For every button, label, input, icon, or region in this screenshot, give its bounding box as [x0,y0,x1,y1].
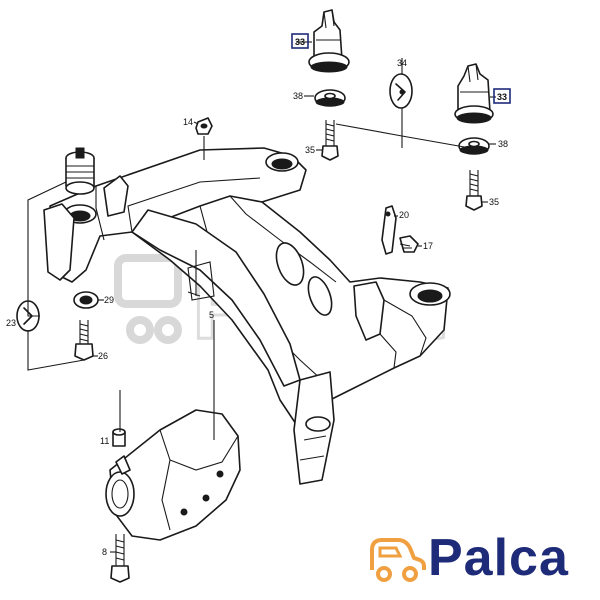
leader-35-group [335,123,471,149]
bolt-8 [110,534,130,583]
palca-logo: Palca [366,526,582,590]
washer-left [314,89,346,107]
callout-33-right: 33 [497,92,507,102]
bushing-upper-left [65,147,95,195]
callout-38-right: 38 [498,139,508,149]
bolt-26 [74,320,94,361]
washer-right [458,137,490,155]
callout-34: 34 [397,58,407,68]
callout-8: 8 [102,547,107,557]
callout-35-left: 35 [305,145,315,155]
callout-23: 23 [6,318,16,328]
callout-35-right: 35 [489,197,499,207]
bolt-left [321,120,339,161]
callout-29: 29 [104,295,114,305]
bolt-17 [399,235,419,253]
callout-5: 5 [209,310,214,320]
callout-38-left: 38 [293,91,303,101]
callout-14: 14 [183,117,193,127]
bolt-right [465,170,483,211]
callout-17: 17 [423,241,433,251]
differential-housing [105,409,241,541]
bushing-29 [73,291,99,309]
leader-lines [27,41,496,553]
sleeve-11 [112,428,126,447]
callout-20: 20 [399,210,409,220]
nut-14 [195,117,213,135]
callout-11: 11 [100,436,109,446]
callout-33-left: 33 [295,37,305,47]
bracket-clip [389,73,413,109]
subframe-mount-left [308,9,350,73]
subframe-mount-right [454,63,494,124]
car-badge-icon [370,538,426,582]
mount-bracket [103,175,129,217]
highlight-box-33-left [291,33,309,49]
clamp-20 [381,205,397,255]
brand-name: Palca [428,529,569,587]
highlight-box-33-right [493,88,511,104]
callout-26: 26 [98,351,108,361]
